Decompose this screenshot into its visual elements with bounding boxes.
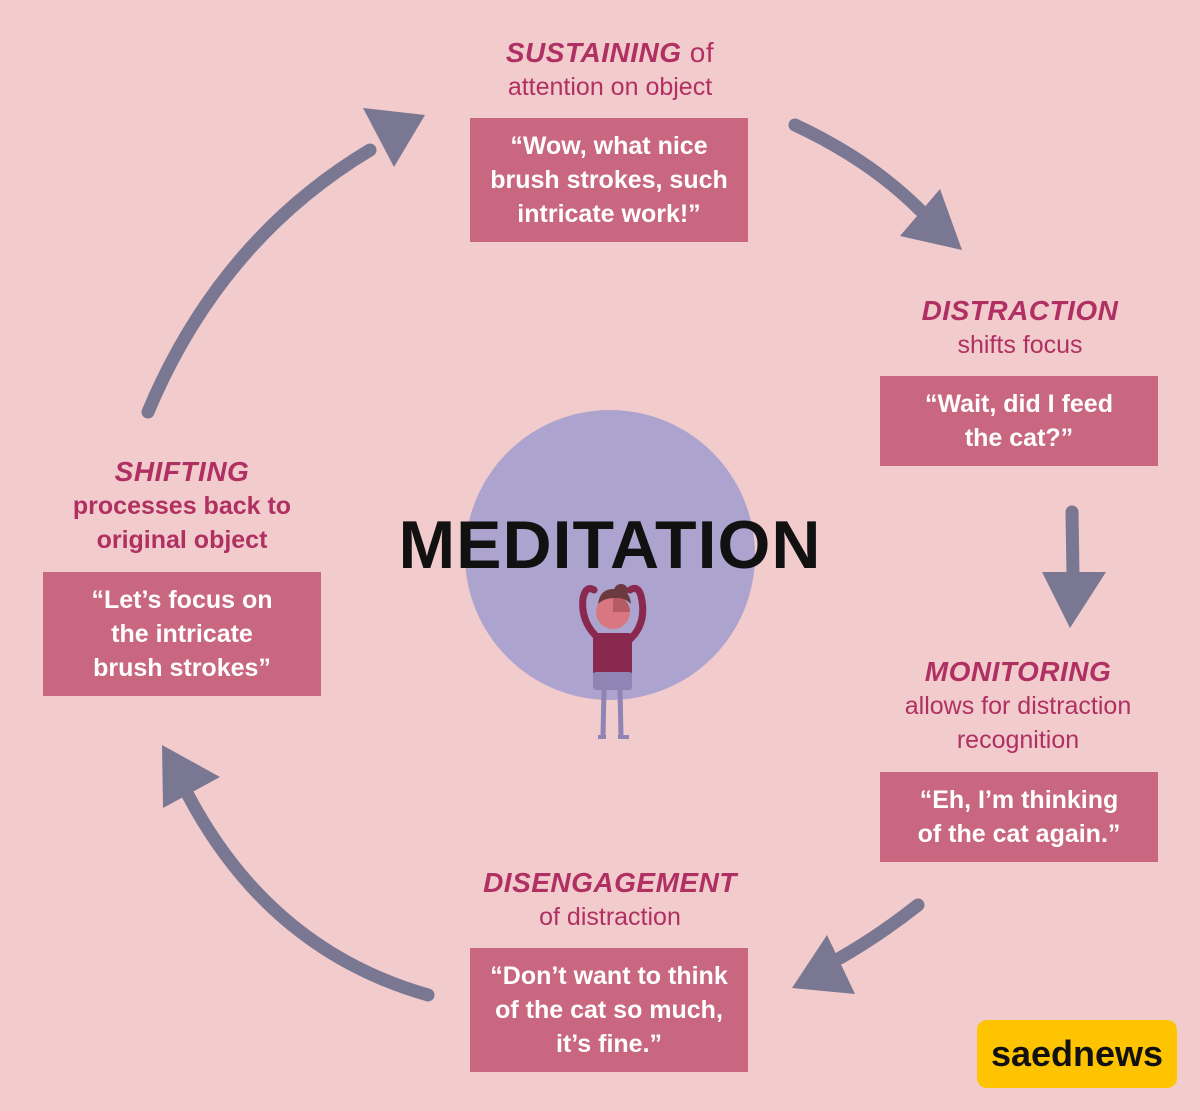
quote-box-distraction: “Wait, did I feed the cat?” (880, 376, 1158, 466)
stage-distraction: DISTRACTION shifts focus (870, 294, 1170, 362)
arrow-icon (792, 898, 925, 994)
stage-monitoring: MONITORING allows for distraction recogn… (868, 655, 1168, 757)
arrow-icon (788, 118, 962, 250)
quote-box-monitoring: “Eh, I’m thinking of the cat again.” (880, 772, 1158, 862)
stage-sustaining: SUSTAINING of attention on object (430, 36, 790, 104)
arrow-icon (141, 108, 425, 419)
stage-subtitle: processes back to (72, 492, 292, 520)
quote-box-shifting: “Let’s focus on the intricate brush stro… (43, 572, 321, 696)
stage-subtitle: recognition (956, 726, 1080, 754)
stage-disengagement: DISENGAGEMENT of distraction (430, 866, 790, 934)
stage-subtitle: shifts focus (957, 331, 1083, 359)
stage-subtitle: attention on object (507, 73, 713, 101)
stage-title: DISENGAGEMENT (483, 867, 737, 898)
stage-title: DISTRACTION (921, 295, 1119, 326)
center-circle (465, 410, 755, 700)
brand-logo: saednews (977, 1020, 1177, 1088)
stage-subtitle: allows for distraction (904, 692, 1132, 720)
stage-title: SHIFTING (114, 456, 250, 487)
quote-box-disengagement: “Don’t want to think of the cat so much,… (470, 948, 748, 1072)
arrow-icon (1042, 505, 1106, 628)
stage-title: SUSTAINING of (505, 37, 715, 68)
stage-subtitle: of distraction (539, 903, 681, 931)
stage-subtitle: original object (96, 526, 268, 554)
center-title: MEDITATION (398, 507, 822, 583)
quote-box-sustaining: “Wow, what nice brush strokes, such intr… (470, 118, 748, 242)
stage-title: MONITORING (924, 656, 1112, 687)
stage-shifting: SHIFTING processes back to original obje… (32, 455, 332, 557)
arrow-icon (162, 745, 435, 1002)
meditating-person-icon (579, 584, 647, 739)
